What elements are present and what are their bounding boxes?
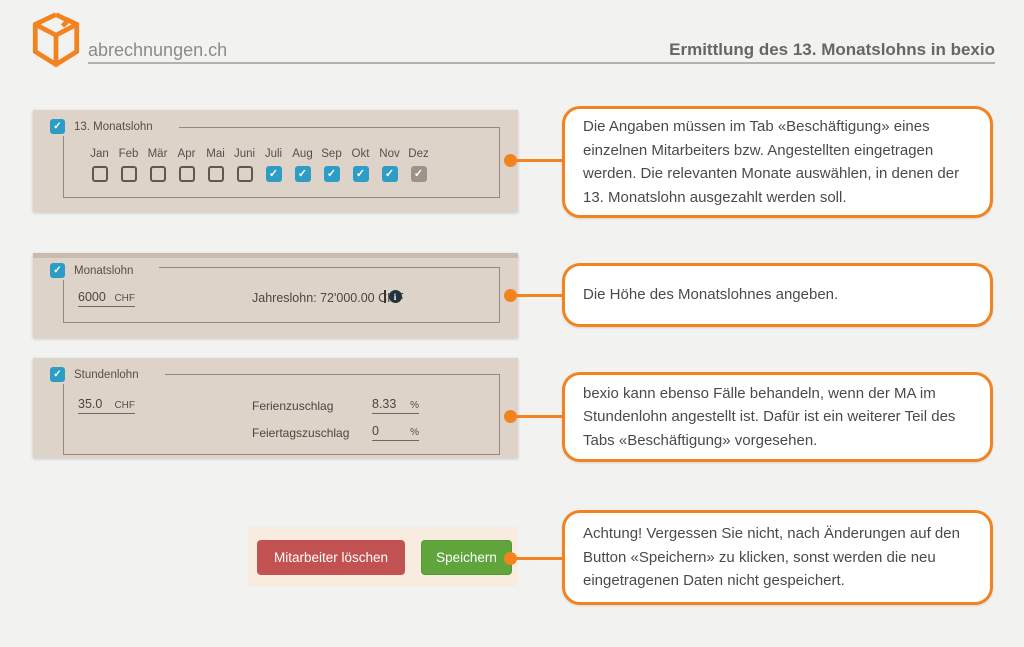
header-divider — [88, 62, 995, 64]
screenshot-panel-stundenlohn: Stundenlohn 35.0 CHF Ferienzuschlag 8.33… — [33, 358, 518, 458]
hourly-salary-label: Stundenlohn — [74, 368, 139, 381]
screenshot-panel-monatslohn: Monatslohn 6000 CHF Jahreslohn: 72'000.0… — [33, 253, 518, 338]
month-checkbox-sep[interactable] — [323, 166, 340, 182]
amount-value: 6000 — [78, 290, 106, 304]
connector-dot — [504, 552, 517, 565]
monthly-amount-input[interactable]: 6000 CHF — [78, 290, 135, 307]
hourly-salary-checkbox[interactable] — [50, 367, 65, 382]
note-bubble: Die Höhe des Monatslohnes angeben. — [562, 263, 993, 327]
amount-value: 35.0 — [78, 397, 103, 411]
month-okt: Okt — [346, 148, 375, 182]
note-bubble: Die Angaben müssen im Tab «Beschäftigung… — [562, 106, 993, 218]
note-text: Die Angaben müssen im Tab «Beschäftigung… — [583, 118, 960, 206]
currency-label: CHF — [114, 400, 135, 411]
currency-label: CHF — [114, 293, 135, 304]
month-checkbox-apr[interactable] — [178, 166, 195, 182]
monthly-salary-checkbox[interactable] — [50, 263, 65, 278]
yearly-salary-label: Jahreslohn: 72'000.00 CHF — [252, 291, 404, 305]
text-cursor — [384, 290, 386, 303]
month-label: Okt — [351, 148, 370, 160]
page-title: Ermittlung des 13. Monatslohns in bexio — [669, 40, 995, 59]
screenshot-panel-13-monatslohn: 13. Monatslohn Jan Feb Mär Apr Mai — [33, 110, 518, 212]
percent-label: % — [410, 427, 419, 438]
month-apr: Apr — [172, 148, 201, 182]
section-header: Monatslohn — [50, 262, 160, 280]
month-checkbox-aug[interactable] — [294, 166, 311, 182]
delete-employee-button[interactable]: Mitarbeiter löschen — [257, 540, 405, 575]
month-nov: Nov — [375, 148, 404, 182]
month-checkbox-feb[interactable] — [120, 166, 137, 182]
brand-logo-cube-icon — [32, 12, 80, 68]
month-jan: Jan — [85, 148, 114, 182]
month-juni: Juni — [230, 148, 259, 182]
note-bubble: Achtung! Vergessen Sie nicht, nach Änder… — [562, 510, 993, 605]
hourly-salary-fieldset — [63, 374, 500, 455]
month-checkbox-mai[interactable] — [207, 166, 224, 182]
month-label: Sep — [321, 148, 342, 160]
month-label: Aug — [292, 148, 313, 160]
info-icon[interactable] — [388, 290, 402, 303]
months-fieldset — [63, 127, 500, 198]
section-header: 13. Monatslohn — [50, 118, 179, 136]
holiday-surcharge-input[interactable]: 0 % — [372, 424, 419, 441]
month-label: Nov — [379, 148, 400, 160]
month-checkbox-juli[interactable] — [265, 166, 282, 182]
yearly-info — [384, 290, 402, 303]
section-header: Stundenlohn — [50, 366, 165, 384]
month-label: Jan — [90, 148, 109, 160]
surcharge-value: 8.33 — [372, 397, 397, 411]
thirteenth-salary-label: 13. Monatslohn — [74, 120, 153, 133]
month-checkbox-okt[interactable] — [352, 166, 369, 182]
vacation-surcharge-label: Ferienzuschlag — [252, 399, 334, 413]
month-label: Mär — [147, 148, 168, 160]
month-label: Mai — [206, 148, 225, 160]
month-checkbox-juni[interactable] — [236, 166, 253, 182]
month-label: Feb — [118, 148, 139, 160]
save-button[interactable]: Speichern — [421, 540, 512, 575]
connector-line — [512, 159, 564, 162]
month-mai: Mai — [201, 148, 230, 182]
month-dez: Dez — [404, 148, 433, 182]
month-checkbox-dez[interactable] — [410, 166, 427, 182]
connector-line — [512, 557, 564, 560]
panel-top-strip — [33, 253, 518, 258]
screenshot-panel-actions: Mitarbeiter löschen Speichern — [248, 527, 518, 587]
month-feb: Feb — [114, 148, 143, 182]
month-sep: Sep — [317, 148, 346, 182]
month-mar: Mär — [143, 148, 172, 182]
month-checkbox-jan[interactable] — [91, 166, 108, 182]
month-checkbox-nov[interactable] — [381, 166, 398, 182]
brand-name: abrechnungen.ch — [88, 40, 228, 60]
holiday-surcharge-label: Feiertagszuschlag — [252, 426, 350, 440]
connector-dot — [504, 289, 517, 302]
note-text: Die Höhe des Monatslohnes angeben. — [583, 286, 839, 304]
month-label: Dez — [408, 148, 429, 160]
month-juli: Juli — [259, 148, 288, 182]
vacation-surcharge-input[interactable]: 8.33 % — [372, 397, 419, 414]
hourly-amount-input[interactable]: 35.0 CHF — [78, 397, 135, 414]
months-row: Jan Feb Mär Apr Mai Juni — [85, 148, 433, 182]
percent-label: % — [410, 400, 419, 411]
connector-dot — [504, 410, 517, 423]
note-text: Achtung! Vergessen Sie nicht, nach Änder… — [583, 525, 960, 590]
thirteenth-salary-checkbox[interactable] — [50, 119, 65, 134]
connector-line — [512, 294, 564, 297]
month-label: Juni — [233, 148, 256, 160]
monthly-salary-label: Monatslohn — [74, 264, 134, 277]
monthly-salary-fieldset — [63, 267, 500, 323]
month-aug: Aug — [288, 148, 317, 182]
note-bubble: bexio kann ebenso Fälle behandeln, wenn … — [562, 372, 993, 462]
connector-dot — [504, 154, 517, 167]
month-label: Apr — [177, 148, 196, 160]
month-checkbox-mar[interactable] — [149, 166, 166, 182]
month-label: Juli — [264, 148, 283, 160]
connector-line — [512, 415, 564, 418]
note-text: bexio kann ebenso Fälle behandeln, wenn … — [583, 384, 956, 449]
surcharge-value: 0 — [372, 424, 379, 438]
